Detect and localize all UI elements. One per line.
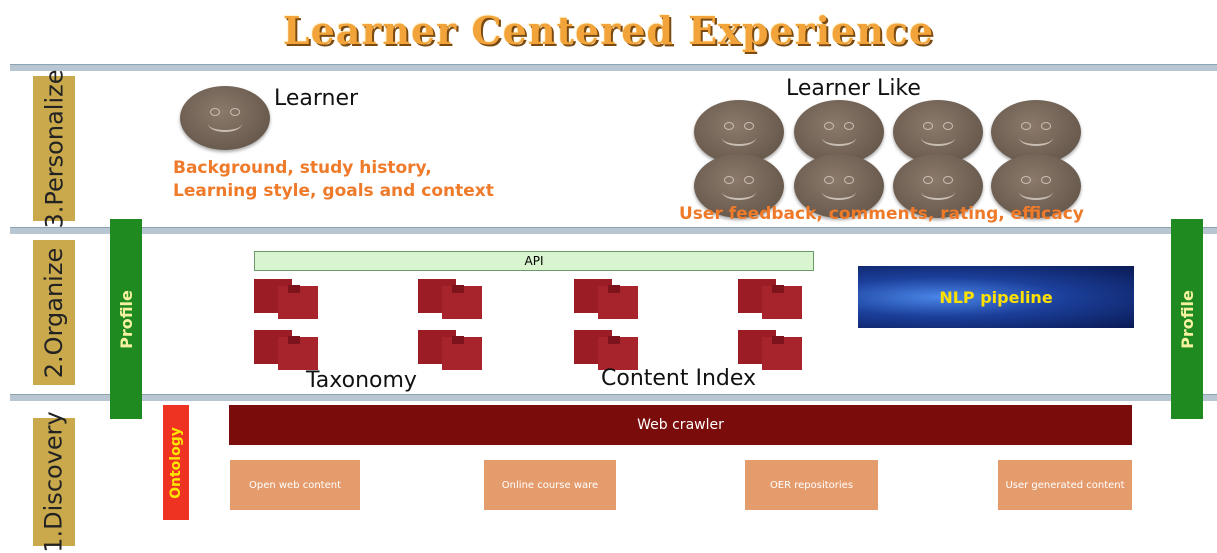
band-separator-bottom [10, 394, 1217, 401]
document-icon [738, 279, 812, 319]
source-online-course-ware: Online course ware [484, 460, 616, 510]
source-user-generated-content: User generated content [998, 460, 1132, 510]
taxonomy-label: Taxonomy [306, 368, 417, 393]
source-label: OER repositories [769, 479, 854, 491]
document-icon [418, 279, 492, 319]
document-icon [254, 279, 328, 319]
layer-discovery: 1.Discovery [33, 411, 75, 553]
learner-like-face-icon [694, 100, 784, 164]
learner-like-face-icon [794, 100, 884, 164]
document-icon [574, 330, 648, 370]
learner-face-icon [180, 86, 270, 150]
api-bar: API [254, 251, 814, 271]
band-separator-top [10, 64, 1217, 71]
source-open-web-content: Open web content [230, 460, 360, 510]
band-separator-middle [10, 227, 1217, 234]
diagram-title: Learner Centered Experience [282, 8, 935, 53]
layer-personalize: 3.Personalize [33, 69, 75, 228]
web-crawler-bar: Web crawler [229, 405, 1132, 445]
layer-personalize-label: 3.Personalize [40, 69, 69, 228]
source-label: Online course ware [501, 479, 599, 491]
learner-attributes-line2: Learning style, goals and context [173, 181, 494, 201]
nlp-pipeline-box: NLP pipeline [858, 266, 1134, 328]
learner-like-face-icon [893, 100, 983, 164]
source-oer-repositories: OER repositories [745, 460, 878, 510]
learner-like-label: Learner Like [786, 76, 921, 101]
nlp-pipeline-label: NLP pipeline [939, 287, 1053, 307]
layer-organize: 2.Organize [33, 240, 75, 385]
feedback-text: User feedback, comments, rating, efficac… [679, 204, 1084, 224]
learner-like-face-icon [991, 154, 1081, 218]
learner-like-face-icon [694, 154, 784, 218]
layer-organize-label: 2.Organize [40, 247, 69, 378]
profile-right-label: Profile [1177, 289, 1197, 349]
learner-attributes-line1: Background, study history, [173, 158, 432, 178]
web-crawler-label: Web crawler [637, 417, 724, 433]
ontology-label: Ontology [168, 426, 184, 499]
source-label: User generated content [1005, 479, 1125, 491]
layer-discovery-label: 1.Discovery [40, 411, 68, 553]
document-icon [574, 279, 648, 319]
learner-like-face-icon [893, 154, 983, 218]
learner-label: Learner [274, 86, 359, 111]
profile-bar-left: Profile [110, 219, 142, 419]
document-icon [418, 330, 492, 370]
source-label: Open web content [248, 479, 342, 491]
document-icon [254, 330, 328, 370]
document-icon [738, 330, 812, 370]
ontology-bar: Ontology [163, 405, 189, 520]
learner-like-face-icon [991, 100, 1081, 164]
learner-like-face-icon [794, 154, 884, 218]
content-index-label: Content Index [601, 366, 757, 391]
profile-bar-right: Profile [1171, 219, 1203, 419]
profile-left-label: Profile [116, 289, 136, 349]
